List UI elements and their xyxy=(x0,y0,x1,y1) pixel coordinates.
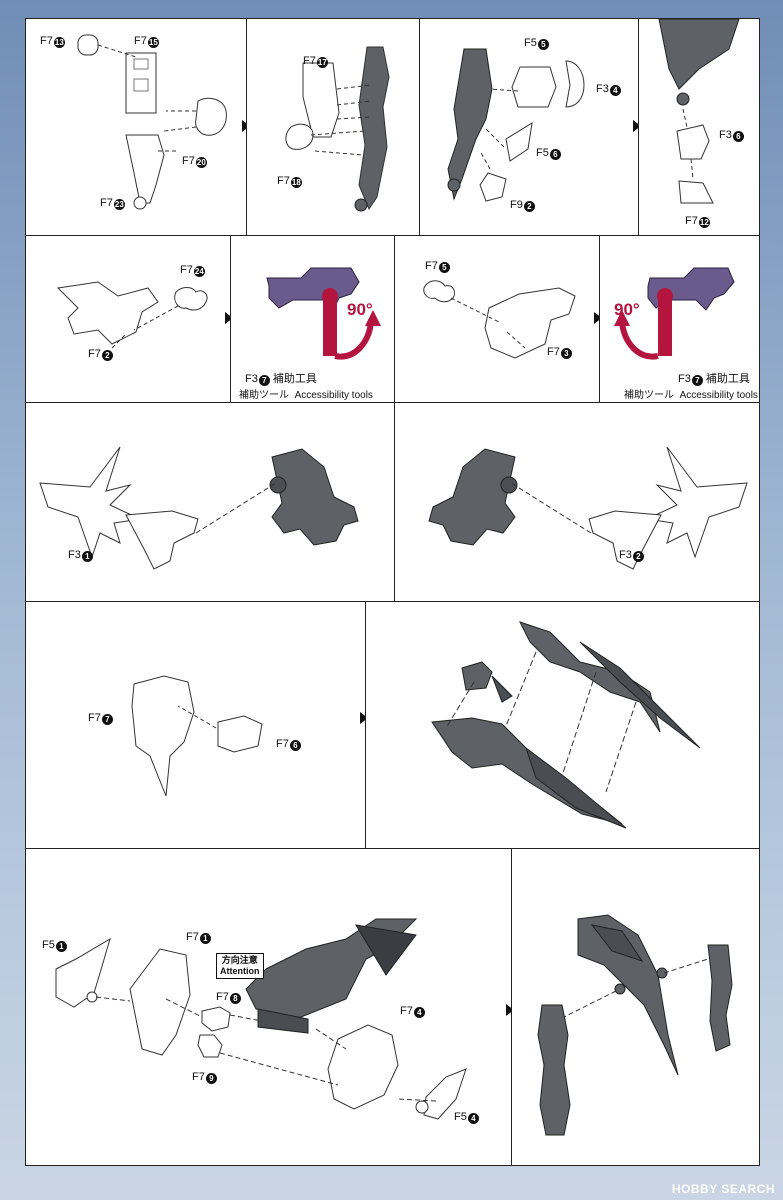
step-3-illustration xyxy=(447,48,585,202)
rotation-degree: 90° xyxy=(347,300,373,319)
next-arrow xyxy=(633,120,641,132)
step-10-illustration xyxy=(428,446,748,570)
step-12-illustration xyxy=(431,621,701,829)
step-6-illustration xyxy=(266,267,381,360)
watermark: HOBBY SEARCH xyxy=(671,1182,775,1196)
rotation-degree: 90° xyxy=(614,300,640,319)
step-panel-14 xyxy=(511,848,760,1166)
step-14-illustration xyxy=(537,914,733,1136)
step-13-illustration xyxy=(55,918,467,1120)
tool-desc: 補助ツール Accessibility tools xyxy=(239,390,373,401)
step-11-illustration xyxy=(131,675,263,797)
step-2-illustration xyxy=(285,46,390,212)
step-1-illustration xyxy=(77,34,227,210)
step-9-illustration xyxy=(39,446,359,570)
next-arrow xyxy=(225,312,233,324)
step-8-illustration xyxy=(614,267,735,360)
step-5-illustration xyxy=(56,281,208,349)
step-panel-12 xyxy=(365,601,760,849)
tool-desc: 補助ツール Accessibility tools xyxy=(624,390,758,401)
next-arrow xyxy=(360,712,368,724)
step-7-illustration xyxy=(423,280,576,359)
next-arrow xyxy=(506,1004,514,1016)
step-4-illustration xyxy=(658,19,740,204)
next-arrow xyxy=(594,312,602,324)
